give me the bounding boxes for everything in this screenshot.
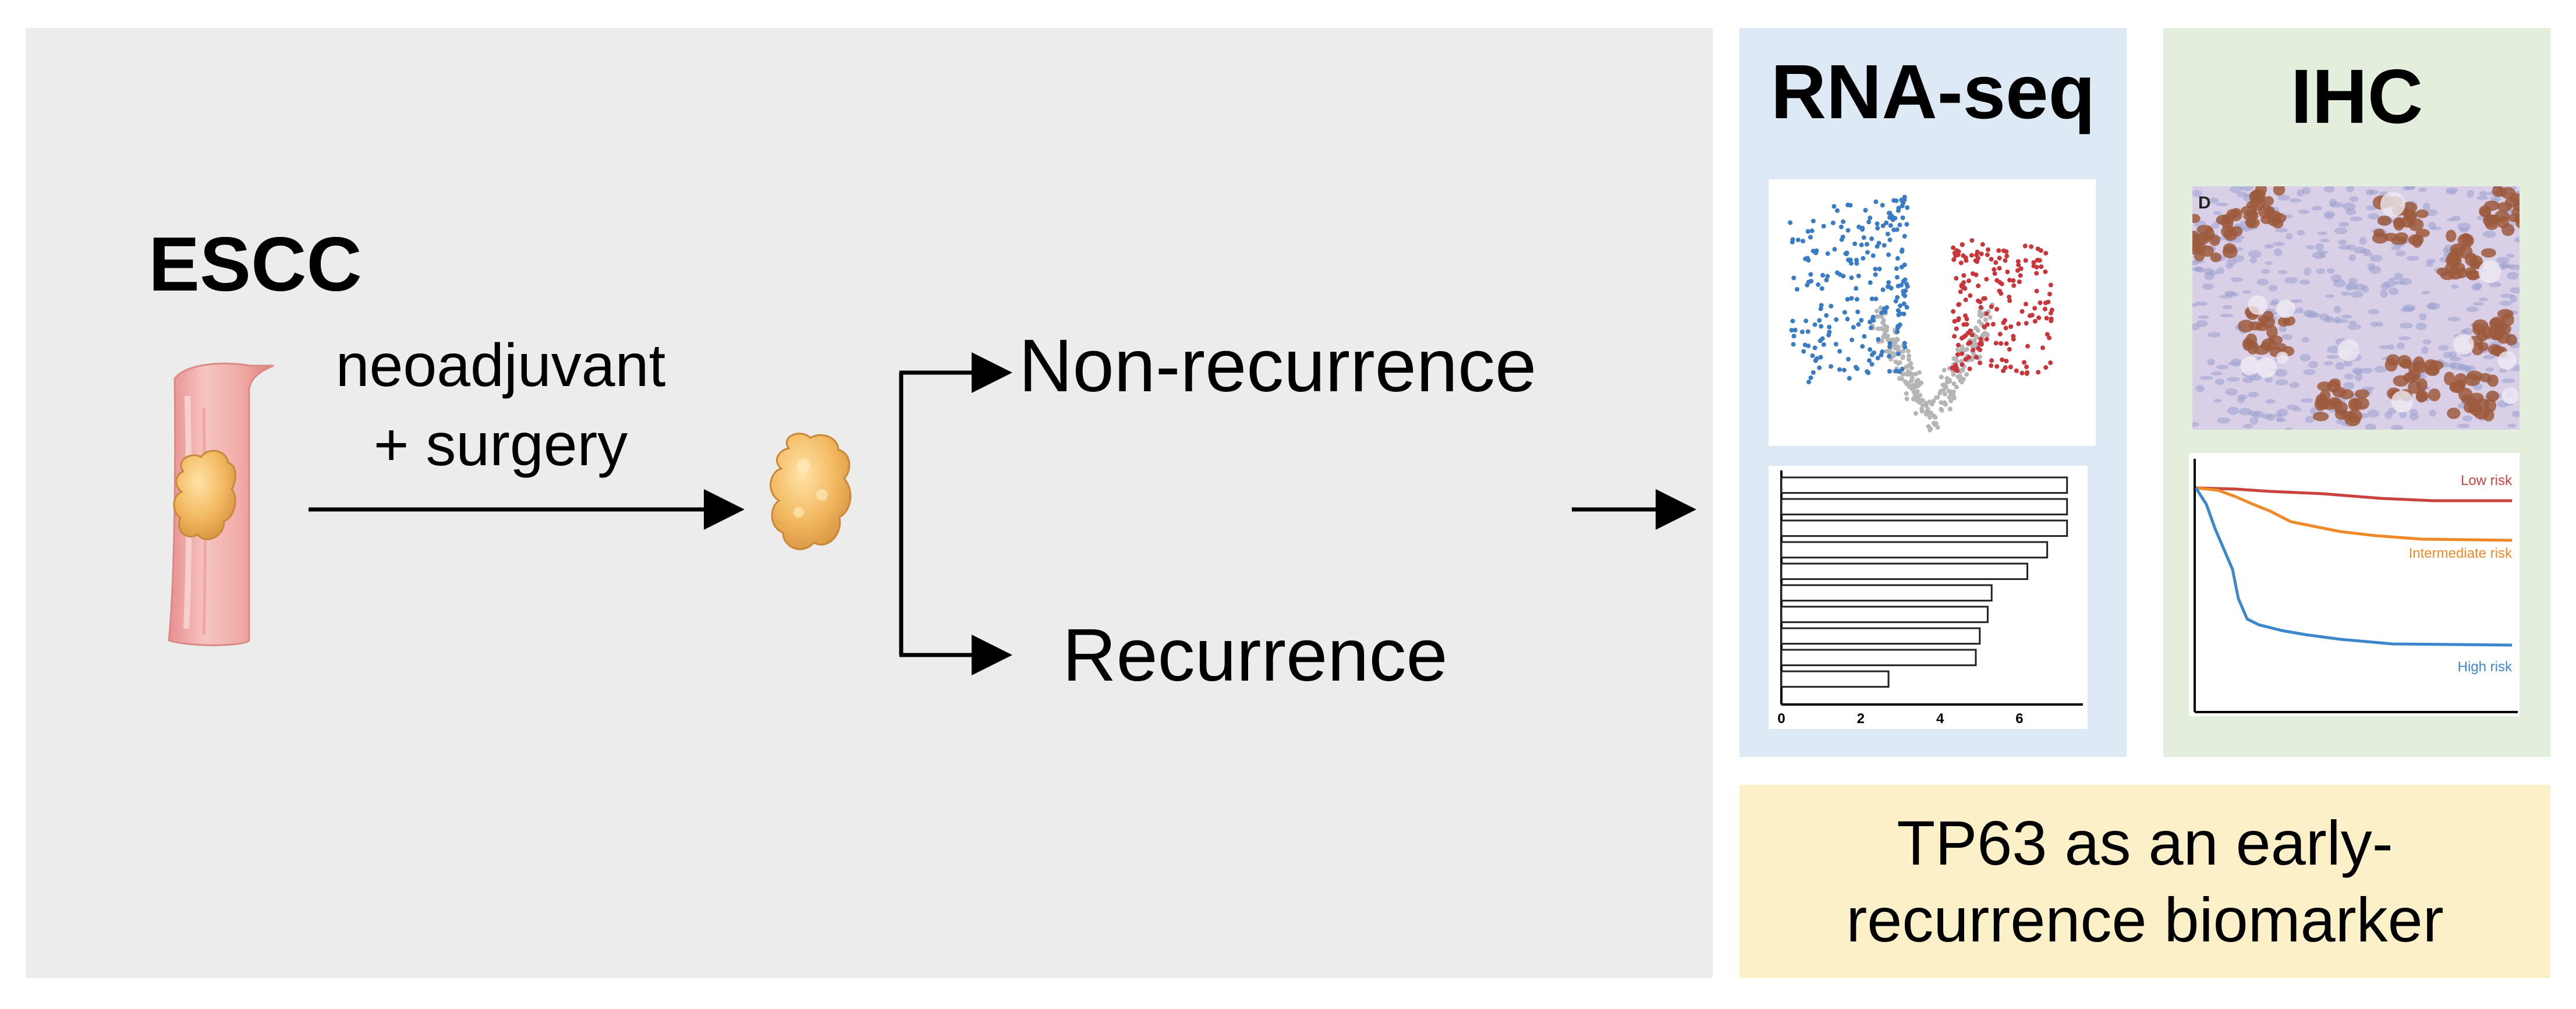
esophageal-tumor xyxy=(173,449,236,540)
bar xyxy=(1780,476,2068,494)
conclusion-line-1: TP63 as an early- xyxy=(1897,808,2393,878)
km-curve-thumbnail: Low risk Intermediate risk High risk xyxy=(2189,453,2520,716)
bar xyxy=(1780,670,1890,688)
km-line-intermediate-risk xyxy=(2195,486,2513,542)
ihc-title: IHC xyxy=(2290,54,2423,139)
treatment-label: neoadjuvant + surgery xyxy=(303,326,699,484)
bar xyxy=(1780,627,1981,645)
ihc-image-thumbnail: D xyxy=(2184,183,2532,431)
bar xyxy=(1780,584,1993,602)
workflow-panel xyxy=(26,28,1713,978)
bar-chart-thumbnail: 0 2 4 6 xyxy=(1769,466,2088,729)
bar xyxy=(1780,562,2029,580)
bar xyxy=(1780,649,1977,667)
resected-tumor xyxy=(770,433,852,550)
escc-title: ESCC xyxy=(148,221,362,307)
km-label-low-risk: Low risk xyxy=(2461,473,2513,488)
bar-chart: 0 2 4 6 xyxy=(1777,470,2083,727)
bar xyxy=(1780,541,2049,559)
bar-x-tick-label: 4 xyxy=(1936,711,1944,727)
ihc-image-label: D xyxy=(2198,193,2211,213)
km-label-intermediate-risk: Intermediate risk xyxy=(2409,546,2513,561)
rna-seq-title: RNA-seq xyxy=(1770,49,2096,134)
volcano-plot-thumbnail xyxy=(1769,179,2096,446)
non-recurrence-label: Non-recurrence xyxy=(1019,324,1537,408)
bar-x-tick-label: 6 xyxy=(2015,711,2023,727)
km-line-high-risk xyxy=(2194,487,2513,647)
km-curve: Low risk Intermediate risk High risk xyxy=(2194,459,2518,713)
km-line-low-risk xyxy=(2195,486,2512,502)
conclusion-box: TP63 as an early- recurrence biomarker xyxy=(1739,785,2550,978)
bar-x-tick-label: 2 xyxy=(1857,711,1865,727)
conclusion-line-2: recurrence biomarker xyxy=(1846,884,2444,955)
km-label-high-risk: High risk xyxy=(2458,659,2513,675)
recurrence-label: Recurrence xyxy=(1062,614,1448,697)
bar xyxy=(1780,519,2068,537)
bar-x-tick-label: 0 xyxy=(1777,711,1785,727)
bar xyxy=(1780,498,2068,516)
treatment-line-1: neoadjuvant xyxy=(335,332,666,399)
ihc-tissue-texture xyxy=(2184,183,2532,431)
ihc-stain-image: D xyxy=(2184,183,2532,431)
treatment-line-2: + surgery xyxy=(373,411,628,479)
volcano-points xyxy=(1788,194,2054,433)
volcano-plot xyxy=(1788,194,2054,433)
bar xyxy=(1780,606,1989,624)
